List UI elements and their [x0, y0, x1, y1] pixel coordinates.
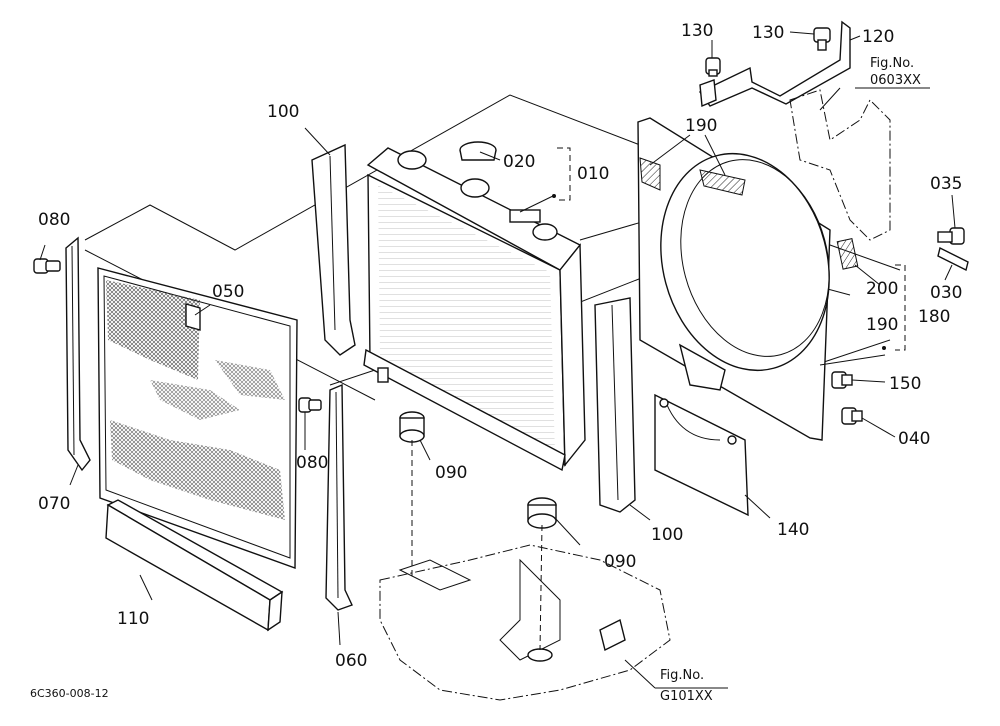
bolt-150: [831, 371, 853, 389]
callout-labels: 130 130 120 100 020 010 190 035 080 050 …: [38, 21, 962, 671]
fan-shroud: [637, 117, 859, 441]
stay-bracket-120: [698, 20, 851, 108]
bolt-080-left: [33, 258, 61, 274]
callout-100-bottom: 100: [651, 525, 683, 545]
callout-100-top: 100: [267, 102, 299, 122]
callout-080-left: 080: [38, 210, 70, 230]
callout-070: 070: [38, 494, 70, 514]
callout-080-center: 080: [296, 453, 328, 473]
fig-ref-top-code: 0603XX: [870, 73, 921, 88]
fig-ref-bottom: Fig.No. G101XX: [660, 668, 713, 704]
callout-200: 200: [866, 279, 898, 299]
callout-leaders: [39, 31, 956, 689]
pin-030: [937, 246, 969, 272]
callout-180: 180: [918, 307, 950, 327]
support-bracket-reference: [789, 89, 891, 241]
drawing-number: 6C360-008-12: [30, 687, 109, 700]
bolt-130-left: [705, 57, 721, 77]
callout-050: 050: [212, 282, 244, 302]
cushion-090-lower: [527, 497, 557, 529]
bolt-130-right: [813, 27, 831, 51]
air-guide-100-right: [594, 297, 636, 513]
chassis-frame: [379, 440, 671, 701]
callout-040: 040: [898, 429, 930, 449]
bolt-035: [937, 227, 965, 245]
callout-130-left: 130: [681, 21, 713, 41]
bolt-080-center: [298, 397, 322, 413]
side-bracket-060: [325, 383, 353, 611]
radiator-cap-020: [459, 141, 497, 161]
callout-010: 010: [577, 164, 609, 184]
fig-ref-top-label: Fig.No.: [870, 56, 914, 71]
bottom-seal-110: [105, 499, 284, 632]
air-guide-100-left: [311, 143, 356, 356]
callout-190-top: 190: [685, 116, 717, 136]
callout-060: 060: [335, 651, 367, 671]
group-bracket-010: [557, 147, 571, 201]
callout-190-right: 190: [866, 315, 898, 335]
callout-090-upper: 090: [435, 463, 467, 483]
callout-140: 140: [777, 520, 809, 540]
bolt-040: [841, 407, 863, 425]
side-bracket-070: [65, 236, 91, 472]
group-bracket-190: [895, 264, 906, 351]
callout-150: 150: [889, 374, 921, 394]
fig-ref-bottom-code: G101XX: [660, 689, 713, 704]
radiator-core: [363, 147, 586, 472]
callout-090-lower: 090: [604, 552, 636, 572]
callout-120: 120: [862, 27, 894, 47]
fig-ref-bottom-label: Fig.No.: [660, 668, 704, 683]
cushion-090-upper: [399, 411, 425, 443]
callout-130-right: 130: [752, 23, 784, 43]
callout-020: 020: [503, 152, 535, 172]
front-screen-050: [97, 267, 298, 569]
fig-ref-top: Fig.No. 0603XX: [870, 56, 921, 88]
callout-110: 110: [117, 609, 149, 629]
callout-030: 030: [930, 283, 962, 303]
callout-035: 035: [930, 174, 962, 194]
shroud-cover-140: [654, 393, 749, 517]
